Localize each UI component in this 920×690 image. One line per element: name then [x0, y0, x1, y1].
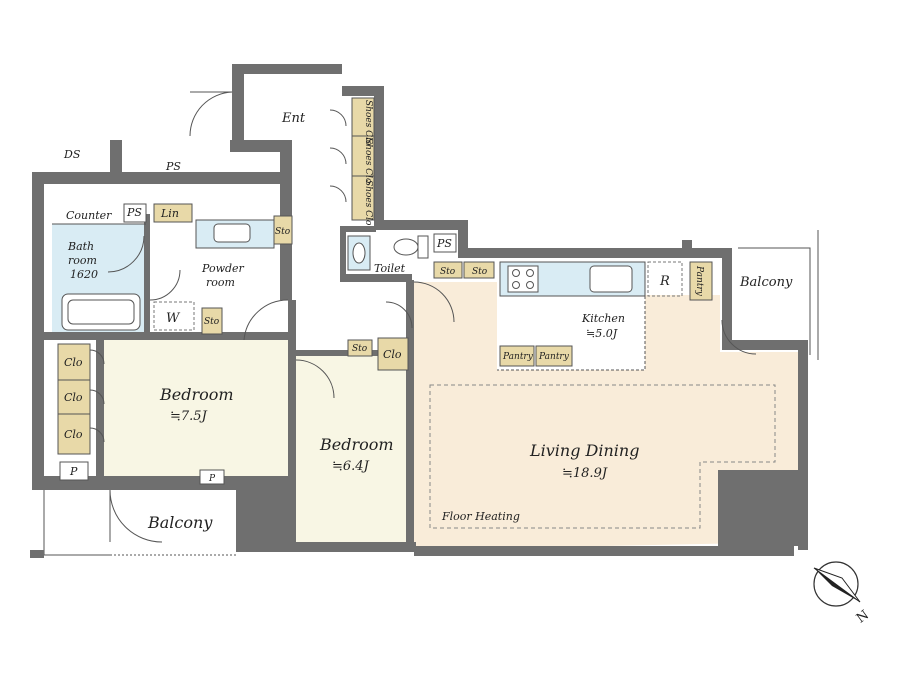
- w-floor: [150, 298, 198, 332]
- label-kitchen-name: Kitchen: [581, 312, 625, 325]
- label-shoes-clo-3: Shoes Clo: [363, 180, 373, 226]
- label-r: R: [659, 274, 670, 289]
- label-sto-toilet-1: Sto: [440, 267, 456, 277]
- label-balcony-bottom: Balcony: [147, 513, 213, 532]
- label-p-right: P: [208, 474, 216, 484]
- label-sto-toilet-2: Sto: [472, 267, 488, 277]
- label-pantry-1: Pantry: [502, 352, 534, 362]
- label-toilet: Toilet: [374, 262, 406, 275]
- floor-heating-outline: [429, 384, 776, 529]
- label-powder-2: room: [206, 276, 235, 289]
- label-ent: Ent: [281, 111, 306, 126]
- kitchen-sink: [589, 265, 633, 293]
- doors: [89, 91, 757, 543]
- label-bath-1: Bath: [67, 240, 94, 253]
- label-powder-1: Powder: [201, 262, 245, 275]
- label-clo-hall: Clo: [383, 348, 402, 361]
- label-ps-bath: PS: [126, 206, 142, 219]
- label-bath-3: 1620: [70, 268, 98, 281]
- walls: [32, 64, 808, 556]
- label-floor-heating: Floor Heating: [441, 510, 520, 523]
- label-sto-powder: Sto: [275, 227, 291, 237]
- label-w: W: [166, 311, 181, 326]
- compass-ring: [813, 561, 859, 607]
- label-bedroom1-name: Bedroom: [159, 385, 234, 404]
- compass-north-label: N: [854, 608, 872, 627]
- fridge-space: [647, 261, 683, 297]
- compass: N: [813, 561, 872, 627]
- label-p-left: P: [69, 465, 78, 478]
- label-sto-hall: Sto: [352, 344, 368, 354]
- label-counter: Counter: [66, 209, 112, 222]
- label-bath-2: room: [68, 254, 97, 267]
- label-clo-1: Clo: [64, 356, 83, 369]
- label-pantry-3: Pantry: [694, 265, 704, 297]
- label-shoes-clo-2: Shoes Clo: [363, 138, 373, 184]
- label-ds: DS: [63, 148, 81, 161]
- label-kitchen-size: ≒5.0J: [586, 327, 618, 340]
- label-pantry-2: Pantry: [538, 352, 570, 362]
- label-ps-top: PS: [165, 160, 181, 173]
- label-living-size: ≒18.9J: [562, 466, 608, 481]
- washer-space: [153, 301, 195, 331]
- labels: Ent DS PS Counter PS Lin Bath room 1620 …: [63, 100, 793, 532]
- label-clo-3: Clo: [64, 428, 83, 441]
- toilet-fixture-tank: [417, 235, 429, 259]
- label-clo-2: Clo: [64, 391, 83, 404]
- label-sto-w: Sto: [204, 317, 220, 327]
- bedroom2-floor: [294, 355, 410, 547]
- label-shoes-clo-1: Shoes Clo: [363, 100, 373, 146]
- fixtures: [52, 219, 776, 529]
- label-lin: Lin: [160, 207, 179, 220]
- toilet-fixture-bowl: [393, 238, 419, 256]
- label-bedroom2-name: Bedroom: [319, 435, 394, 454]
- label-ps-toilet: PS: [436, 237, 452, 250]
- label-balcony-right: Balcony: [739, 275, 793, 290]
- bedroom1-floor: [98, 338, 290, 486]
- label-bedroom2-size: ≒6.4J: [332, 459, 370, 474]
- storage-boxes: [57, 97, 713, 485]
- label-bedroom1-size: ≒7.5J: [170, 409, 208, 424]
- stove: [507, 265, 539, 293]
- balconies: [30, 230, 819, 558]
- label-living-name: Living Dining: [529, 441, 639, 460]
- living-floor: [414, 282, 798, 550]
